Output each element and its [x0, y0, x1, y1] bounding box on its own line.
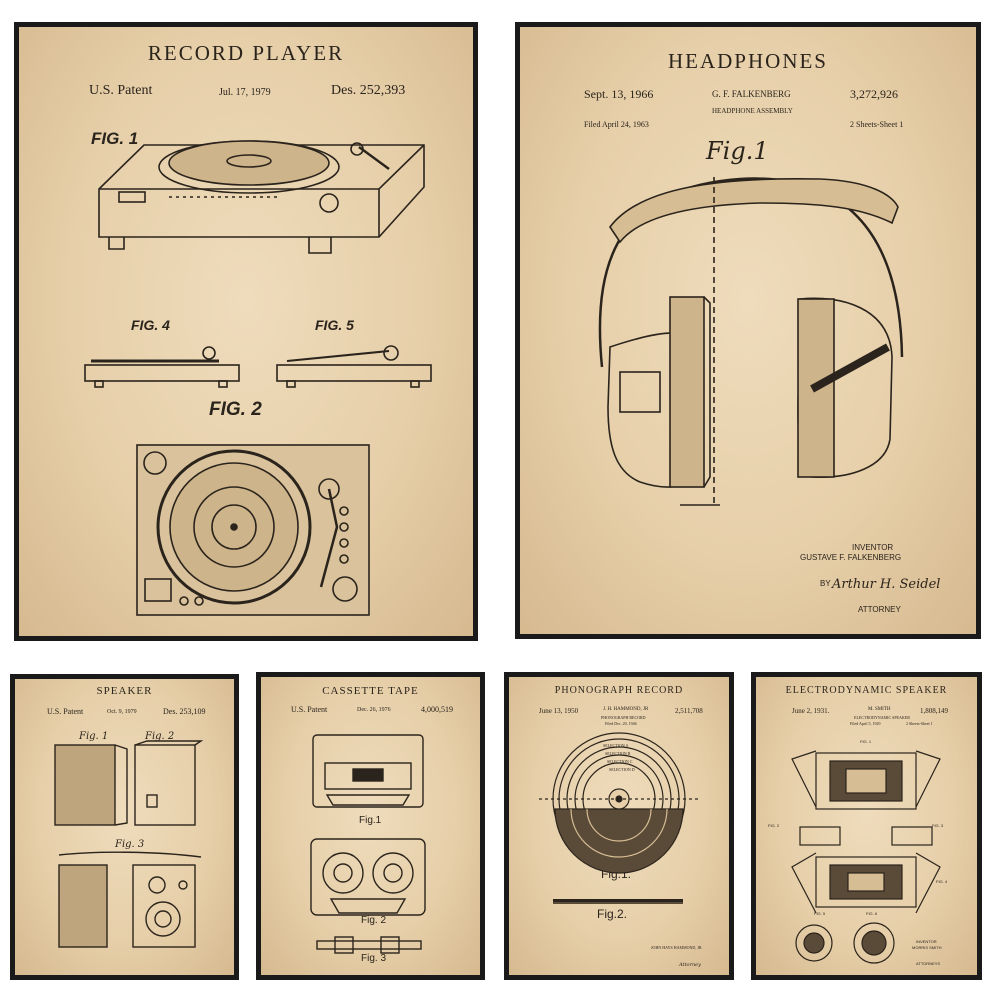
patent-inventor: M. SMITH — [868, 707, 891, 712]
patent-sheets: 2 Sheets-Sheet 1 — [906, 721, 933, 726]
fig-label: Fig.2. — [597, 907, 628, 921]
patent-number: 3,272,926 — [850, 87, 898, 101]
patent-filed: Filed April 5, 1929 — [850, 721, 881, 726]
attorney-label: ATTORNEY — [858, 605, 901, 614]
turntable-top-view — [136, 444, 370, 616]
patent-subtitle: ELECTRODYNAMIC SPEAKER — [854, 715, 910, 720]
patent-date: June 2, 1931. — [792, 707, 830, 715]
electrodynamic-drawing — [791, 750, 941, 964]
patent-date: Oct. 9, 1979 — [107, 709, 137, 715]
fig-label: FIG. 1 — [91, 129, 139, 148]
fig-label: Fig. 3 — [115, 839, 145, 850]
patent-label: U.S. Patent — [291, 705, 328, 714]
fig-label: FIG. 1 — [860, 739, 872, 744]
patent-number: Des. 253,109 — [163, 707, 206, 716]
turntable-perspective — [98, 140, 425, 254]
fig-label: Fig. 2 — [361, 915, 387, 926]
patent-label: U.S. Patent — [47, 707, 84, 716]
fig-label: Fig. 1 — [79, 731, 109, 742]
selection-label: SELECTION B — [605, 751, 631, 756]
fig-label: FIG. 3 — [932, 823, 944, 828]
patent-date: Sept. 13, 1966 — [584, 87, 654, 101]
inventor-footer: JOHN HAYS HAMMOND, JR. — [651, 945, 703, 950]
fig-label: FIG. 2 — [768, 823, 780, 828]
selection-label: SELECTION A — [603, 743, 629, 748]
selection-label: SELECTION D — [609, 767, 635, 772]
speaker-drawing — [54, 740, 204, 948]
phonograph-poster: PHONOGRAPH RECORD June 13, 1950 J. H. HA… — [504, 672, 734, 980]
turntable-side-view — [84, 346, 240, 388]
poster-title: ELECTRODYNAMIC SPEAKER — [785, 685, 948, 696]
patent-date: June 13, 1950 — [539, 707, 579, 715]
patent-inventor: G. F. FALKENBERG — [712, 89, 791, 99]
poster-title: HEADPHONES — [667, 49, 828, 73]
poster-title: RECORD PLAYER — [147, 41, 345, 65]
inventor-name: MORRIS SMITH — [912, 945, 942, 950]
cassette-drawing — [310, 734, 426, 954]
turntable-side-view — [276, 345, 432, 388]
patent-number: 4,000,519 — [421, 705, 453, 714]
fig-label: FIG. 2 — [209, 399, 262, 420]
left-earcup — [607, 296, 711, 488]
patent-number: Des. 252,393 — [331, 83, 406, 98]
patent-sheets: 2 Sheets-Sheet 1 — [850, 120, 904, 129]
patent-date: Dec. 26, 1976 — [357, 707, 391, 713]
fig-label: FIG. 5 — [315, 317, 354, 333]
patent-number: 2,511,708 — [675, 707, 703, 715]
fig-label: FIG. 6 — [866, 911, 878, 916]
attorneys-label: ATTORNEYS — [916, 961, 941, 966]
poster-title: CASSETTE TAPE — [322, 685, 419, 697]
turntable-drawing — [84, 140, 432, 616]
fig-label: Fig. 2 — [145, 731, 175, 742]
speaker-poster: SPEAKER U.S. Patent Oct. 9, 1979 Des. 25… — [10, 674, 239, 980]
headphones-drawing — [598, 177, 904, 506]
patent-label: U.S. Patent — [89, 83, 153, 98]
patent-subtitle: HEADPHONE ASSEMBLY — [712, 107, 793, 115]
inventor-label: INVENTOR — [852, 543, 894, 552]
patent-inventor: J. H. HAMMOND, JR — [603, 707, 649, 712]
fig-label: Fig.1 — [706, 137, 769, 165]
inventor-label: INVENTOR — [916, 939, 937, 944]
phonograph-drawing — [539, 732, 699, 904]
patent-filed: Filed April 24, 1963 — [584, 120, 649, 129]
fig-label: Fig. 3 — [361, 953, 387, 964]
patent-date: Jul. 17, 1979 — [219, 87, 271, 98]
selection-label: SELECTION C — [607, 759, 633, 764]
patent-subtitle: PHONOGRAPH RECORD — [601, 715, 646, 720]
by-label: BY — [820, 579, 831, 588]
patent-filed: Filed Dec. 20, 1946 — [605, 721, 637, 726]
fig-label: FIG. 4 — [131, 317, 170, 333]
attorney-signature: Arthur H. Seidel — [832, 577, 941, 592]
record-player-poster: RECORD PLAYER U.S. Patent Jul. 17, 1979 … — [14, 22, 478, 641]
fig-label: Fig.1 — [359, 815, 382, 826]
patent-number: 1,808,149 — [920, 707, 948, 715]
fig-label: FIG. 5 — [814, 911, 826, 916]
inventor-name: GUSTAVE F. FALKENBERG — [800, 553, 902, 562]
poster-title: PHONOGRAPH RECORD — [554, 685, 684, 696]
poster-title: SPEAKER — [96, 685, 153, 697]
electrodynamic-speaker-poster: ELECTRODYNAMIC SPEAKER June 2, 1931. M. … — [751, 672, 982, 980]
fig-label: FIG. 4 — [936, 879, 948, 884]
right-earcup — [797, 297, 893, 478]
headphones-poster: HEADPHONES Sept. 13, 1966 G. F. FALKENBE… — [515, 22, 981, 639]
headband — [598, 177, 904, 368]
attorney-label: Attorney — [679, 962, 701, 968]
cassette-poster: CASSETTE TAPE U.S. Patent Dec. 26, 1976 … — [256, 672, 485, 980]
